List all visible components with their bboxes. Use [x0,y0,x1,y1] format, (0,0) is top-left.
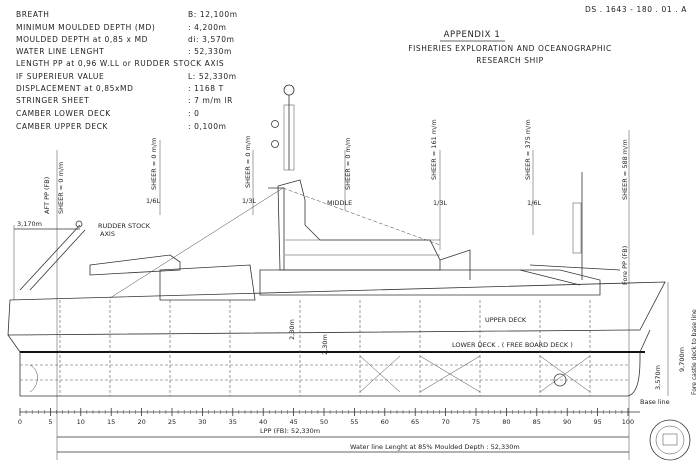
scale-tick-label: 15 [107,418,115,426]
frac-1-6-fore: 1/6L [527,199,541,207]
lpp-label: LPP (FB): 52,330m [260,427,320,435]
appendix-title: APPENDIX 1 [444,30,501,40]
lower-deck-label: LOWER DECK . ( FREE BOARD DECK ) [452,341,573,349]
scale-tick-label: 90 [563,418,571,426]
rudder-label-1: RUDDER STOCK [98,222,151,230]
spec-value: L: 52,330m [188,72,237,81]
spec-value: : 4,200m [188,23,227,32]
sheer-1-6-fore: SHEER = 375 m/m [524,119,532,180]
spec-value: : 0 [188,109,199,118]
height-dim-2: 2,30m [321,334,329,355]
scale-tick-label: 75 [472,418,480,426]
scale-tick-label: 0 [18,418,22,426]
middle-label: MIDDLE [327,199,352,207]
stamp-seal [649,419,691,461]
section-lines [56,130,630,460]
scale-ticks: 0 5 10 15 20 25 30 35 40 45 50 55 60 65 70 75 80 85 90 95 10… [18,408,634,426]
frac-1-3-aft: 1/3L [242,197,256,205]
subtitle-line1: FISHERIES EXPLORATION AND OCEANOGRAPHIC [408,44,612,53]
spec-label: DISPLACEMENT at 0,85xMD [16,84,134,93]
scale-tick-label: 40 [259,418,267,426]
sheer-fore-pp: SHEER = 588 m/m [621,139,629,200]
spec-label: MOULDED DEPTH at 0,85 x MD [16,35,148,44]
spec-label: WATER LINE LENGHT [16,47,104,56]
spec-label: LENGTH PP at 0,96 W.LL or RUDDER STOCK A… [16,59,224,68]
subtitle-line2: RESEARCH SHIP [476,56,544,65]
depth-dim: 3,570m [654,365,662,390]
scale-tick-label: 20 [137,418,145,426]
fore-pp-label: Fore PP (FB) [621,246,629,285]
base-line-label: Base line [640,398,670,406]
spec-label: BREATH [16,10,49,19]
frac-1-3-fore: 1/3L [433,199,447,207]
scale-tick-label: 65 [411,418,419,426]
spec-value: : 52,330m [188,47,232,56]
spec-value: : 1168 T [188,84,224,93]
scale-tick-label: 60 [381,418,389,426]
sheer-aft-pp: SHEER = 0 m/m [57,162,65,214]
scale-tick-label: 100 [622,418,634,426]
spec-value: : 7 m/m lR [188,96,233,105]
fore-height-dim: 9,700m [678,347,686,372]
height-dim-1: 2,30m [288,319,296,340]
scale-tick-label: 95 [593,418,601,426]
main-mast [271,84,295,171]
sheer-1-6-aft: SHEER = 0 m/m [150,138,158,190]
sheer-middle: SHEER = 0 m/m [344,138,352,190]
fore-mast [572,172,583,280]
spec-label: STRINGER SHEET [16,96,89,105]
spec-label: MINIMUM MOULDED DEPTH (MD) [16,23,155,32]
spec-label: CAMBER UPPER DECK [16,122,109,131]
scale-tick-label: 5 [48,418,52,426]
spec-value: : 0,100m [188,122,227,131]
scale-tick-label: 35 [229,418,237,426]
spec-label: IF SUPERIEUR VALUE [16,72,104,81]
superstructure [19,179,621,301]
scale-tick-label: 50 [320,418,328,426]
wll-label: Water line Lenght at 85% Moulded Depth :… [350,443,520,451]
document-ref: DS . 1643 - 180 . 01 . A [585,5,687,14]
rudder-label-2: AXIS [100,230,115,238]
scale-tick-label: 80 [502,418,510,426]
scale-tick-label: 85 [533,418,541,426]
rudder-offset: 3,170m [17,220,42,228]
sheer-1-3-aft: SHEER = 0 m/m [244,136,252,188]
scale-tick-label: 45 [289,418,297,426]
upper-deck-label: UPPER DECK [485,316,527,324]
fore-height-note: Fore castle deck to base line [691,309,698,395]
spec-value: di: 3,570m [188,35,235,44]
hull [7,281,666,397]
aft-pp-label: AFT PP (FB) [43,177,51,214]
sheer-1-3-fore: SHEER = 161 m/m [430,119,438,180]
scale-tick-label: 10 [77,418,85,426]
scale-tick-label: 30 [198,418,206,426]
spec-value: B: 12,100m [188,10,238,19]
scale-tick-label: 25 [168,418,176,426]
spec-label: CAMBER LOWER DECK [16,109,111,118]
scale-tick-label: 70 [441,418,449,426]
scale-tick-label: 55 [350,418,358,426]
frac-1-6-aft: 1/6L [146,197,160,205]
